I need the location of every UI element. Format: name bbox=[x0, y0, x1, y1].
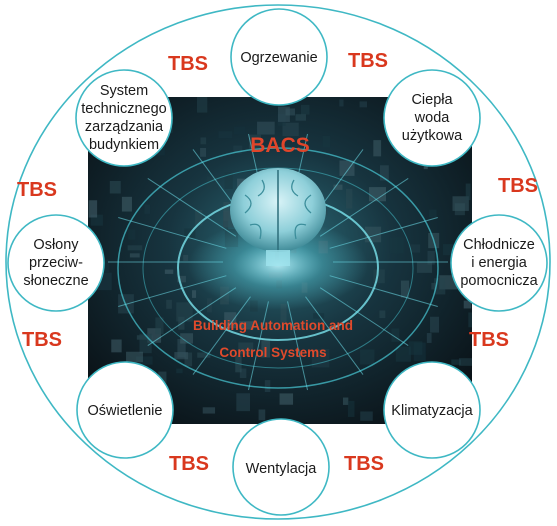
node-label: budynkiem bbox=[89, 137, 159, 153]
node-label: Klimatyzacja bbox=[391, 403, 473, 419]
tbs-label: TBS bbox=[498, 175, 538, 197]
node-label: technicznego bbox=[81, 101, 166, 117]
node-label: woda bbox=[414, 110, 451, 126]
node-ogrzewanie: Ogrzewanie bbox=[230, 8, 328, 106]
node-label: Ciepła bbox=[411, 92, 453, 108]
tbs-label: TBS bbox=[169, 453, 209, 475]
node-system-zarzadzania: System technicznego zarządzania budynkie… bbox=[75, 69, 173, 167]
tbs-label: TBS bbox=[22, 329, 62, 351]
node-label: użytkowa bbox=[402, 128, 463, 144]
node-label: zarządzania bbox=[85, 119, 164, 135]
node-wentylacja: Wentylacja bbox=[232, 418, 330, 516]
node-label: pomocnicza bbox=[460, 273, 538, 289]
node-label: System bbox=[100, 83, 148, 99]
tbs-label: TBS bbox=[344, 453, 384, 475]
node-ciepla-woda: Ciepła woda użytkowa bbox=[383, 69, 481, 167]
node-oslony: Osłony przeciw- słoneczne bbox=[7, 214, 105, 312]
node-label: Chłodnicze bbox=[463, 237, 535, 253]
node-label: słoneczne bbox=[23, 273, 88, 289]
outer-ring bbox=[5, 4, 551, 520]
bacs-subtitle-line-1: Building Automation and bbox=[193, 318, 353, 333]
node-label: Wentylacja bbox=[246, 461, 318, 477]
node-klimatyzacja: Klimatyzacja bbox=[383, 361, 481, 459]
node-label: Osłony bbox=[33, 237, 79, 253]
node-label: i energia bbox=[471, 255, 528, 271]
node-label: przeciw- bbox=[29, 255, 83, 271]
node-label: Oświetlenie bbox=[88, 403, 163, 419]
node-chlodnicze: Chłodnicze i energia pomocnicza bbox=[450, 214, 548, 312]
tbs-label: TBS bbox=[348, 50, 388, 72]
tbs-label: TBS bbox=[17, 179, 57, 201]
tbs-label: TBS bbox=[168, 53, 208, 75]
bacs-subtitle-line-2: Control Systems bbox=[219, 345, 326, 360]
tbs-label: TBS bbox=[469, 329, 509, 351]
node-label: Ogrzewanie bbox=[240, 50, 317, 66]
node-oswietlenie: Oświetlenie bbox=[76, 361, 174, 459]
bacs-title: BACS bbox=[250, 134, 310, 157]
